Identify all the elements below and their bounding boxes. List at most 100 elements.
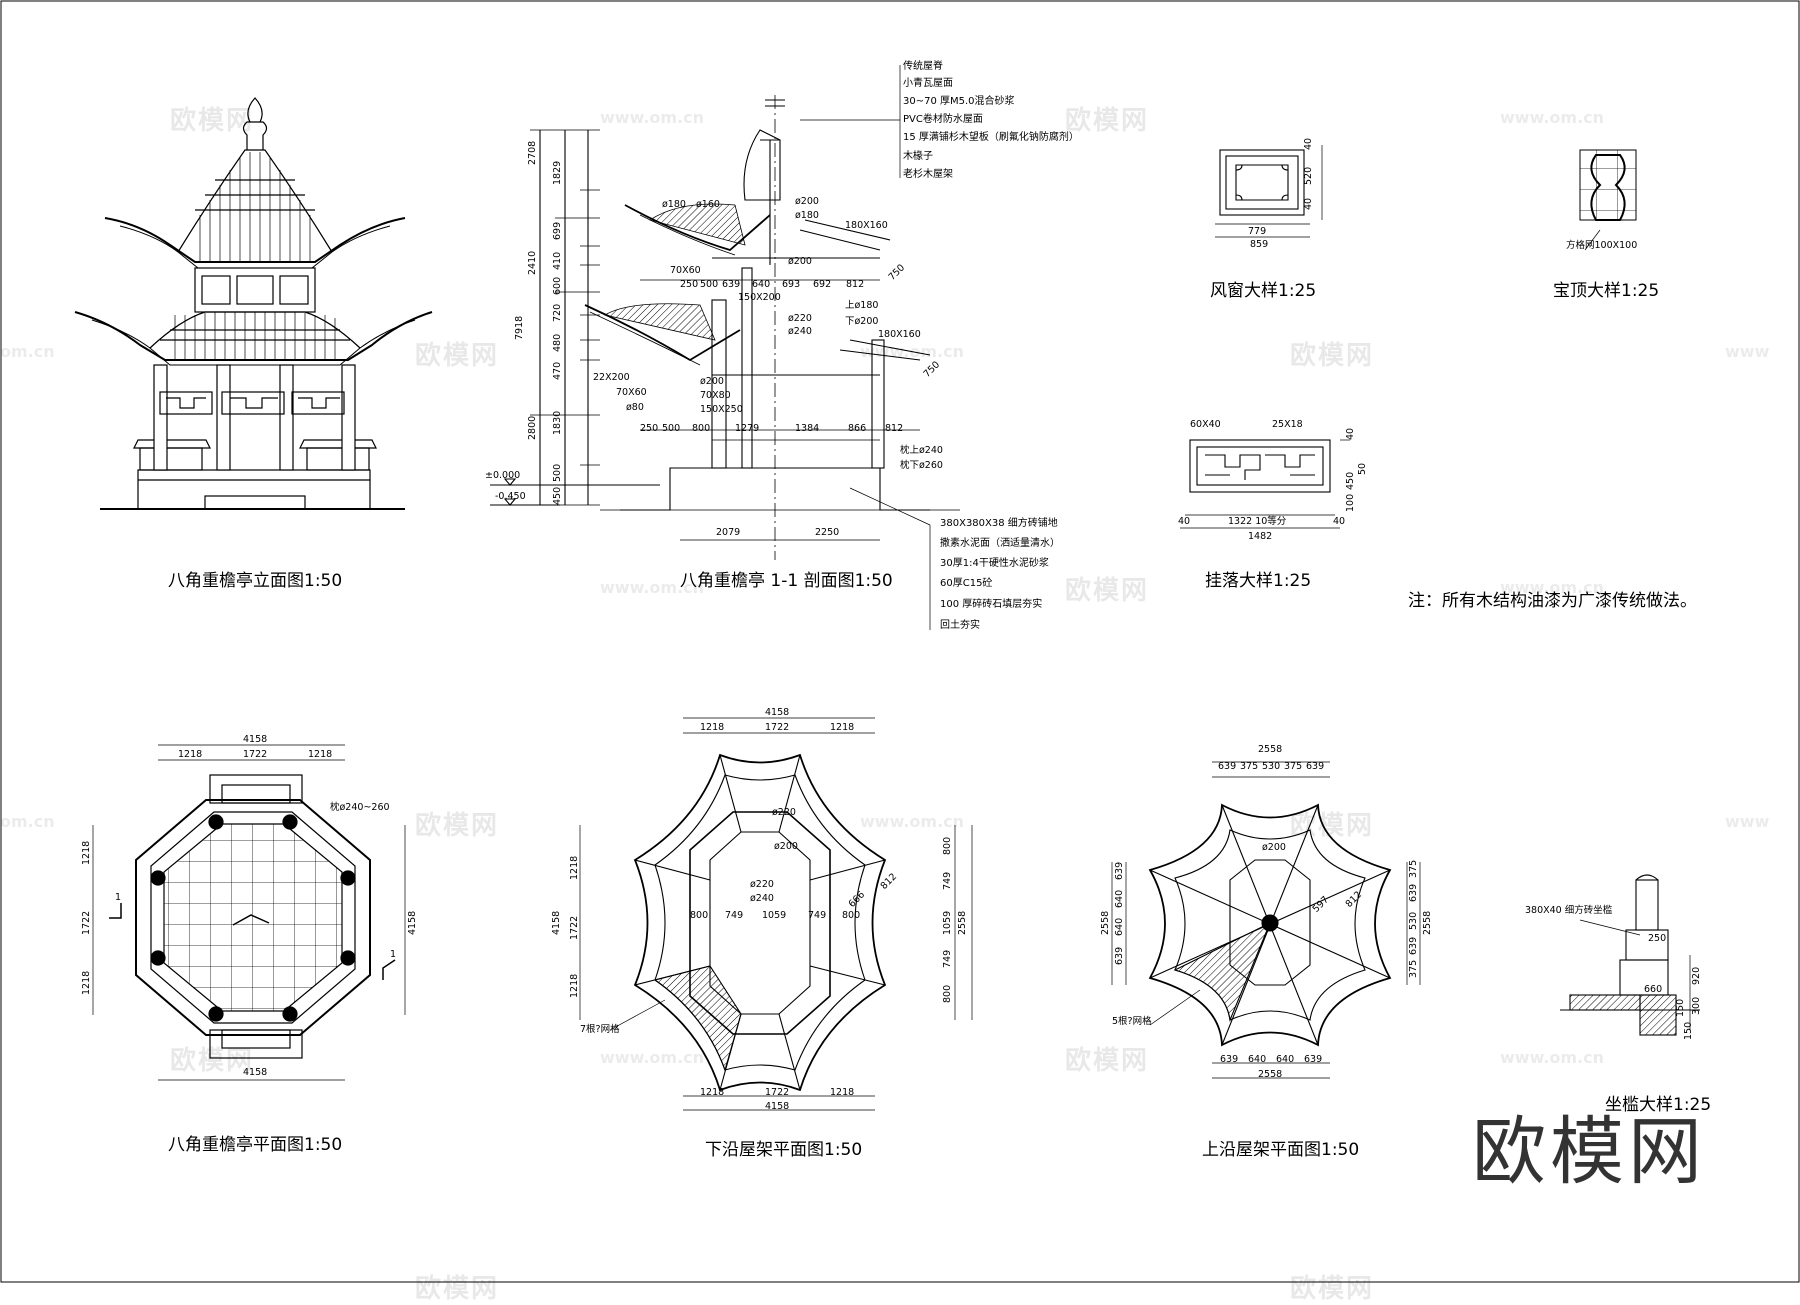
dim-label: 1722 (243, 749, 268, 760)
dim-label: 639 (1114, 946, 1125, 965)
callout: 下ø200 (845, 316, 879, 327)
dim-label: 40 (1303, 137, 1314, 150)
dim-label: 639 (1220, 1054, 1239, 1065)
dim-label: 1482 (1248, 531, 1273, 542)
roof-layer: 传统屋脊 (903, 61, 943, 72)
bench-caption: 坐槛大样1:25 (1605, 1095, 1712, 1115)
callout: ø200 (1262, 842, 1286, 853)
roof-layer: 老杉木屋架 (903, 169, 953, 180)
dim-label: 1218 (569, 973, 580, 998)
dim-label: 1218 (81, 970, 92, 995)
callout: ø180 (795, 210, 819, 221)
finial-detail (1579, 149, 1637, 251)
dim-label: 50 (1357, 462, 1368, 475)
dim-label: 250 (680, 279, 699, 290)
callout: 枕下ø260 (900, 460, 943, 471)
section-mark: 1 (390, 949, 397, 960)
callout: ø220 (750, 879, 774, 890)
roof-layer: 小青瓦屋面 (903, 78, 953, 89)
dim-label: 1384 (795, 423, 820, 434)
callout: ø200 (700, 376, 724, 387)
section-caption: 八角重檐亭 1-1 剖面图1:50 (680, 571, 893, 591)
callout: ø200 (795, 196, 819, 207)
watermark-url: www.om.cn (1500, 578, 1605, 597)
dim-label: 1722 (765, 1087, 790, 1098)
dim-label: 40 (1345, 427, 1356, 440)
lower-roof-plan (579, 717, 973, 1111)
dim-label: 40 (1303, 197, 1314, 210)
dim-label: 812 (846, 279, 865, 290)
dim-label: 640 (1248, 1054, 1267, 1065)
watermark: 欧模网 (1290, 341, 1375, 371)
watermark: 欧模网 (415, 341, 500, 371)
watermark: 欧模网 (1065, 576, 1150, 606)
dim-label: 639 (722, 279, 741, 290)
pavilion-section (490, 65, 960, 630)
dim-label: 2558 (1258, 744, 1283, 755)
dim-label: 4158 (407, 910, 418, 935)
dim-label: 639 (1304, 1054, 1323, 1065)
dim-label: 40 (1178, 516, 1191, 527)
callout: ø180 (662, 199, 686, 210)
dim-label: 749 (725, 910, 744, 921)
dim-label: 1830 (552, 410, 563, 435)
finial-caption: 宝顶大样1:25 (1553, 281, 1660, 301)
floor-layer: 380X380X38 细方砖铺地 (940, 518, 1058, 529)
dim-label: 470 (552, 361, 563, 380)
dim-label: 800 (942, 984, 953, 1003)
pavilion-plan (92, 744, 406, 1081)
rafter-label: 7根?网格 (580, 1024, 620, 1035)
watermark-url: www.om.cn (860, 812, 965, 831)
hanging-lattice-detail (1180, 439, 1350, 529)
callout: ø240 (788, 326, 812, 337)
dim-label: 375 (1284, 761, 1303, 772)
rafter-label: 5根?网格 (1112, 1016, 1152, 1027)
callout: 上ø180 (845, 300, 879, 311)
upper-roof-caption: 上沿屋架平面图1:50 (1202, 1140, 1360, 1160)
dim-label: 410 (552, 251, 563, 270)
plan-caption: 八角重檐亭平面图1:50 (168, 1135, 343, 1155)
callout: ø200 (774, 841, 798, 852)
dim-label: 1218 (569, 855, 580, 880)
dim-label: 1722 (81, 910, 92, 935)
dim-label: 2800 (527, 415, 538, 440)
dim-label: 2558 (1100, 910, 1111, 935)
callout: 150X250 (700, 404, 743, 415)
roof-layer: PVC卷材防水屋面 (903, 114, 983, 125)
dim-label: 530 (1262, 761, 1281, 772)
watermark-url: www.om.cn (1500, 1048, 1605, 1067)
watermark-url: www.om.cn (1500, 108, 1605, 127)
dim-label: 1218 (830, 722, 855, 733)
callout: 70X60 (670, 265, 701, 276)
dim-label: 1218 (700, 1087, 725, 1098)
dim-label: 639 (1408, 883, 1419, 902)
callout: 枕上ø240 (900, 445, 943, 456)
bench-label: 380X40 细方砖坐槛 (1525, 905, 1613, 916)
dim-label: 375 (1240, 761, 1259, 772)
dim-label: 1322 10等分 (1228, 516, 1287, 527)
dim-label: 530 (1408, 911, 1419, 930)
roof-layer: 15 厚满铺杉木望板（刷氟化钠防腐剂） (903, 132, 1079, 143)
dim-label: 7918 (514, 315, 525, 340)
dim-label: 2708 (527, 140, 538, 165)
watermark: 欧模网 (1290, 811, 1375, 841)
watermark: 欧模网 (1065, 1046, 1150, 1076)
floor-layer: 回土夯实 (940, 620, 980, 631)
floor-layer: 100 厚碎砖石填层夯实 (940, 599, 1043, 610)
dim-label: 800 (692, 423, 711, 434)
window-caption: 风窗大样1:25 (1210, 281, 1317, 301)
dim-label: 520 (1303, 166, 1314, 185)
watermark: 欧模网 (415, 811, 500, 841)
watermark-url: www.om.cn (600, 1048, 705, 1067)
dim-label: 4158 (243, 734, 268, 745)
roof-layer: 木椽子 (903, 151, 933, 162)
dim-label: 1218 (178, 749, 203, 760)
watermark-url: om.cn (0, 812, 55, 831)
watermark: 欧模网 (1065, 106, 1150, 136)
watermark-url: www.om.cn (600, 578, 705, 597)
dim-label: 500 (662, 423, 681, 434)
dim-label: 660 (1644, 984, 1663, 995)
dim-label: 450 (1345, 471, 1356, 490)
